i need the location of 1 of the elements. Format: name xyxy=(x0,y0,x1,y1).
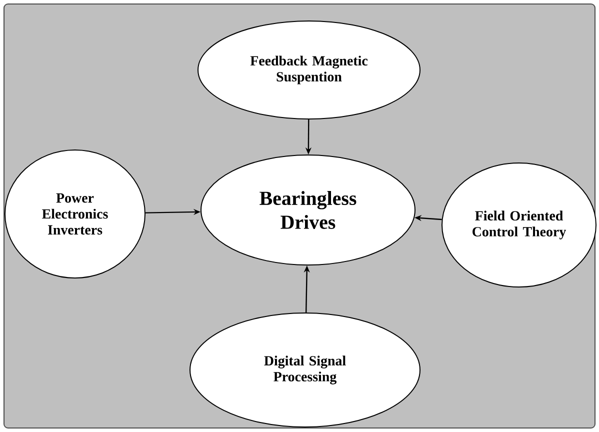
node-label: Field Oriented Control Theory xyxy=(472,210,566,240)
